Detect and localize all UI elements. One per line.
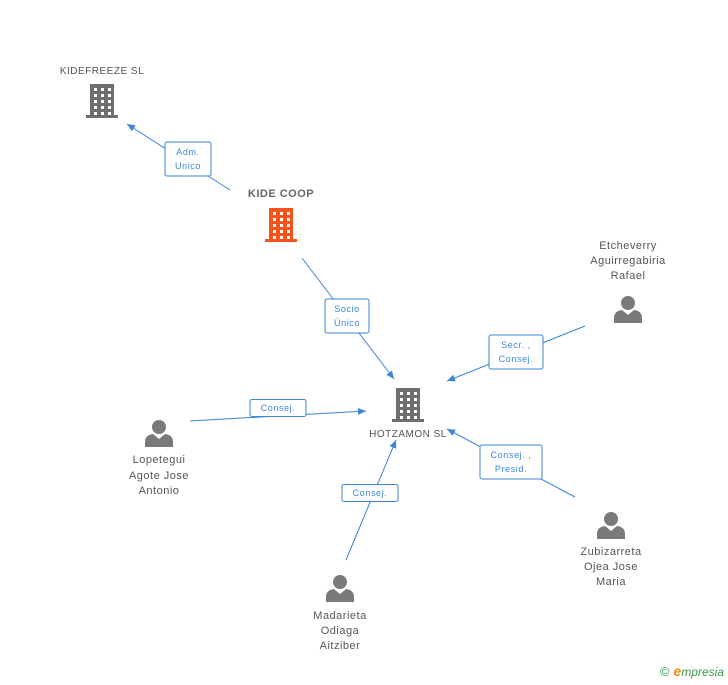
node-kidecoop[interactable]: KIDE COOP <box>248 188 314 242</box>
person-icon <box>145 420 173 447</box>
relation-label-text: Socio <box>334 304 360 314</box>
person-icon <box>597 512 625 539</box>
relation-label-text: Consej. <box>261 403 296 413</box>
arrowhead <box>386 370 394 379</box>
brand-footer[interactable]: ©empresia <box>660 663 724 679</box>
relation-label-box <box>164 141 212 177</box>
relation-label-box <box>488 334 544 370</box>
node-label: Etcheverry <box>599 240 657 252</box>
person-icon <box>326 575 354 602</box>
empresia-logo-text: mpresia <box>681 665 724 679</box>
arrowhead <box>447 429 456 436</box>
node-label: Rafael <box>611 270 646 282</box>
empresia-logo-initial: e <box>673 663 682 679</box>
arrowhead <box>127 124 136 132</box>
relation-label[interactable]: Consej. , Presid. <box>479 444 543 480</box>
edge-etcheverry-to-hotzamon: Secr. , Consej. <box>446 325 586 382</box>
edge-madarieta-to-hotzamon: Consej. <box>341 439 399 561</box>
building-icon <box>86 84 118 118</box>
edge-lopetegui-to-hotzamon: Consej. <box>189 399 367 422</box>
nodes-layer: KIDEFREEZE SL KIDE COOP HOTZAMON SL Etcheve… <box>60 66 666 652</box>
node-label: Odiaga <box>321 625 360 637</box>
relation-label-box <box>249 399 307 417</box>
node-label: Lopetegui <box>133 454 186 466</box>
edge-kidecoop-to-kidefreeze: Adm. Unico <box>126 123 231 191</box>
edge-zubizarreta-to-hotzamon: Consej. , Presid. <box>446 428 576 498</box>
copyright-symbol: © <box>659 664 670 679</box>
node-label: Agote Jose <box>129 470 189 482</box>
arrowhead <box>357 407 366 415</box>
arrowhead <box>447 374 456 382</box>
node-label: HOTZAMON SL <box>369 429 447 440</box>
relation-label-text: Secr. , <box>501 340 531 350</box>
arrowhead <box>389 440 397 449</box>
relation-label-text: Consej. <box>353 488 388 498</box>
building-icon <box>265 208 297 242</box>
relation-label-box <box>324 298 370 334</box>
relation-label-text: Consej. <box>499 354 534 364</box>
relation-label-text: Consej. , <box>491 450 532 460</box>
node-hotzamon[interactable]: HOTZAMON SL <box>369 388 447 440</box>
node-label: Zubizarreta <box>580 546 642 558</box>
relation-label[interactable]: Consej. <box>249 399 307 417</box>
relation-label[interactable]: Consej. <box>341 484 399 502</box>
relation-label-box <box>341 484 399 502</box>
node-label: Maria <box>596 576 626 588</box>
node-label: Madarieta <box>313 610 367 622</box>
node-label: KIDE COOP <box>248 188 314 200</box>
building-icon <box>392 388 424 422</box>
relation-label[interactable]: Secr. , Consej. <box>488 334 544 370</box>
relation-label-box <box>479 444 543 480</box>
node-kidefreeze[interactable]: KIDEFREEZE SL <box>60 66 144 118</box>
node-label: KIDEFREEZE SL <box>60 66 144 77</box>
relation-label-text: Presid. <box>495 464 527 474</box>
relation-label-text: Adm. <box>176 147 199 157</box>
relation-label[interactable]: Adm. Unico <box>164 141 212 177</box>
person-icon <box>614 296 642 323</box>
node-label: Aitziber <box>320 640 361 652</box>
node-label: Ojea Jose <box>584 561 638 573</box>
relation-label-text: Único <box>334 318 360 328</box>
relation-label-text: Unico <box>175 161 201 171</box>
node-label: Aguirregabiria <box>590 255 666 267</box>
node-label: Antonio <box>139 485 180 497</box>
